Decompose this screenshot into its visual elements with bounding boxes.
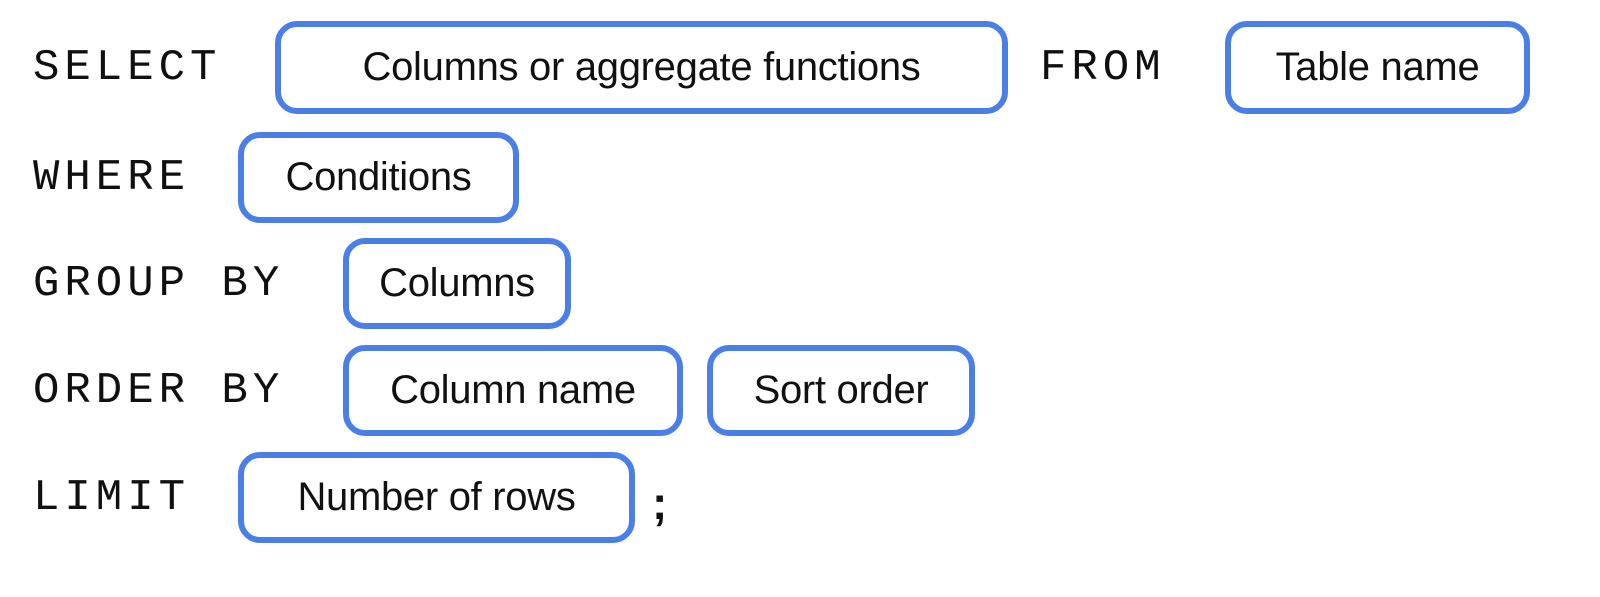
keyword-order-by: ORDER BY	[33, 337, 284, 444]
slot-conditions[interactable]: Conditions	[238, 132, 519, 223]
keyword-select-label: SELECT	[33, 42, 222, 93]
keyword-select: SELECT	[33, 14, 221, 121]
keyword-limit: LIMIT	[33, 444, 190, 551]
keyword-group-by: GROUP BY	[33, 230, 284, 337]
slot-label: Conditions	[285, 155, 472, 199]
slot-column-name[interactable]: Column name	[343, 345, 683, 436]
keyword-limit-label: LIMIT	[33, 472, 191, 523]
keyword-from: FROM	[1040, 14, 1166, 121]
keyword-group-by-label: GROUP BY	[33, 258, 285, 309]
statement-row-order-by: ORDER BY Column name Sort order	[0, 337, 1600, 444]
statement-terminator-semicolon: ;	[652, 477, 668, 529]
slot-label: Table name	[1275, 45, 1480, 89]
statement-row-limit: LIMIT Number of rows ;	[0, 444, 1600, 551]
slot-sort-order[interactable]: Sort order	[707, 345, 975, 436]
slot-table-name[interactable]: Table name	[1225, 21, 1530, 114]
slot-columns-or-aggregate-functions[interactable]: Columns or aggregate functions	[275, 21, 1008, 114]
keyword-where-label: WHERE	[33, 152, 191, 203]
slot-label: Column name	[390, 368, 636, 412]
statement-row-select: SELECT Columns or aggregate functions FR…	[0, 14, 1600, 121]
slot-label: Columns or aggregate functions	[362, 45, 921, 89]
slot-number-of-rows[interactable]: Number of rows	[238, 452, 635, 543]
statement-row-where: WHERE Conditions	[0, 124, 1600, 231]
keyword-from-label: FROM	[1040, 42, 1166, 93]
slot-label: Sort order	[753, 368, 929, 412]
keyword-order-by-label: ORDER BY	[33, 365, 285, 416]
slot-group-by-columns[interactable]: Columns	[343, 238, 571, 329]
slot-label: Number of rows	[297, 475, 576, 519]
statement-row-group-by: GROUP BY Columns	[0, 230, 1600, 337]
keyword-where: WHERE	[33, 124, 190, 231]
slot-label: Columns	[379, 261, 535, 305]
